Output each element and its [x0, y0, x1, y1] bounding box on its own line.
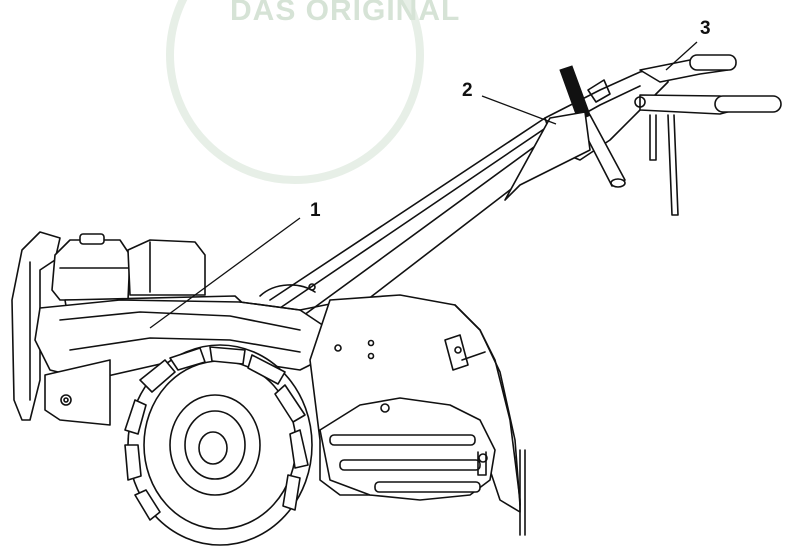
watermark: DAS ORIGINAL	[166, 0, 460, 184]
callout-2-line	[481, 95, 557, 125]
callout-3-label: 3	[700, 18, 711, 39]
callout-2-label: 2	[462, 80, 473, 101]
watermark-text: DAS ORIGINAL	[230, 0, 460, 27]
callout-lines	[149, 41, 698, 329]
callout-1-label: 1	[310, 200, 321, 221]
callout-1-line	[149, 217, 301, 329]
lower-frame	[44, 359, 111, 426]
wheel	[124, 344, 313, 546]
tine-hood	[309, 294, 526, 536]
callout-3-line	[665, 41, 698, 71]
